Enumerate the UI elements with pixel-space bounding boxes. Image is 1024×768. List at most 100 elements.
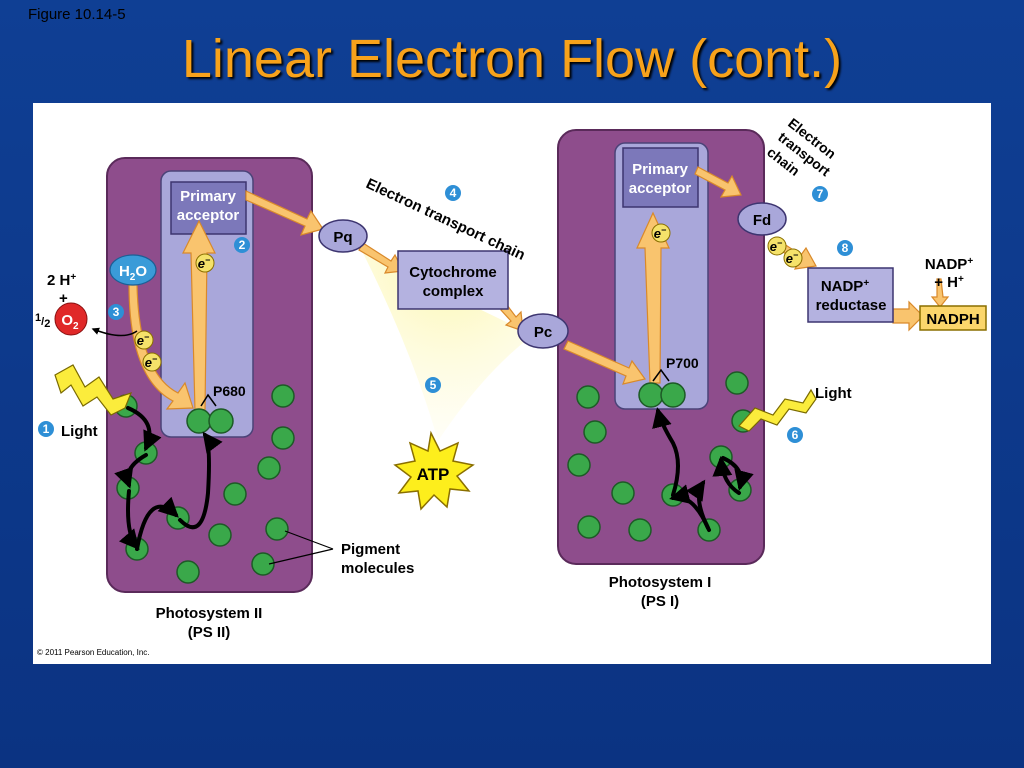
reductase-to-nadph-arrow	[892, 300, 924, 332]
step-8-marker	[837, 240, 853, 256]
water-molecule	[109, 254, 157, 286]
nadp-reductase-line1: NADP+	[821, 278, 870, 295]
ps1-energy-path-4	[652, 407, 680, 497]
electron-ps1-top-label: e−	[654, 225, 667, 241]
oxygen-label: O2	[61, 312, 79, 332]
pigment-molecule	[176, 560, 200, 584]
p680-pigment-right	[208, 408, 234, 434]
ps1-name-line1: Photosystem I	[609, 574, 712, 591]
energy-transfer-arrows	[114, 406, 754, 551]
half-label: 1/2	[35, 312, 50, 330]
pq-to-cytochrome-arrow	[358, 242, 404, 274]
nadp-reductase	[807, 267, 894, 323]
ps1-energy-path-3	[712, 456, 741, 495]
electron-water-2-label: e−	[145, 354, 158, 370]
pigment-molecule	[257, 456, 281, 480]
step-3-label: 3	[113, 305, 120, 319]
acceptor-to-pq-arrow	[245, 190, 324, 236]
pq-label: Pq	[333, 229, 352, 246]
atp-burst	[393, 430, 475, 511]
water-to-oxygen-arrow	[91, 327, 138, 337]
step-1-label: 1	[43, 422, 50, 436]
step-6-marker	[787, 427, 803, 443]
ps-i-primary-acceptor-box	[622, 147, 699, 208]
figure-label: Figure 10.14-5	[28, 6, 126, 23]
pigment-pointer-2	[268, 548, 334, 565]
pigment-molecule	[567, 453, 591, 477]
fd-label: Fd	[753, 212, 771, 229]
pigment-molecule	[251, 552, 275, 576]
ps2-energy-path-2	[114, 453, 148, 489]
pigment-molecule	[265, 517, 289, 541]
pigment-molecule	[611, 481, 635, 505]
electrons: e− e− e− e− e− e−	[134, 223, 803, 372]
cytochrome-to-pc-arrow	[500, 304, 524, 332]
electron-fd-1-label: e−	[770, 238, 783, 254]
step-5-marker	[425, 377, 441, 393]
step-6-label: 6	[792, 428, 799, 442]
electron-water-1-label: e−	[137, 332, 150, 348]
plus-sign: +	[59, 290, 68, 307]
copyright: © 2011 Pearson Education, Inc.	[37, 648, 149, 657]
light-bolt-ps1	[738, 388, 817, 432]
p700-label: P700	[666, 355, 699, 371]
pigment-molecule	[576, 385, 600, 409]
cytochrome-label-line1: Cytochrome	[409, 264, 497, 281]
step-8-label: 8	[842, 241, 849, 255]
p680-to-acceptor-arrow	[182, 219, 216, 412]
electron-water-2	[142, 352, 162, 372]
ps1-name-line2: (PS I)	[641, 593, 679, 610]
electron-water-1	[134, 330, 154, 350]
p680-label: P680	[213, 383, 246, 399]
nadp-reductase-line2: reductase	[816, 297, 887, 314]
water-label: H2O	[119, 263, 147, 283]
ps-ii-primary-acceptor-line2: acceptor	[177, 207, 240, 224]
pigment-pointer-1	[284, 530, 334, 550]
pigment-molecule	[271, 426, 295, 450]
ps2-energy-path-4	[135, 496, 179, 551]
step-1-marker	[38, 421, 54, 437]
ps-i-primary-acceptor-line2: acceptor	[629, 180, 692, 197]
electron-ps2-top-label: e−	[198, 255, 211, 271]
electron-fd-2	[783, 248, 803, 268]
electron-flow-diagram: Primary acceptor Primary acceptor	[35, 115, 987, 657]
nadph-box	[919, 305, 987, 331]
pc-to-p700-arrow	[563, 340, 647, 385]
step-7-marker	[812, 186, 828, 202]
two-h-plus-label: 2 H+	[47, 272, 76, 289]
pigment-molecule	[223, 482, 247, 506]
ps1-energy-path-5	[669, 484, 711, 532]
pigment-molecule	[271, 384, 295, 408]
ps2-energy-path-3	[118, 489, 140, 551]
pigment-molecule	[725, 371, 749, 395]
step-4-marker	[445, 185, 461, 201]
ps-ii-primary-acceptor-box	[170, 181, 247, 235]
fd-carrier	[737, 202, 787, 236]
pigment-label-line2: molecules	[341, 560, 414, 577]
ps2-name-line2: (PS II)	[188, 624, 231, 641]
p700-bracket	[652, 368, 670, 382]
step-7-label: 7	[817, 187, 824, 201]
electron-ps1-top	[651, 223, 671, 243]
pigment-molecule	[628, 518, 652, 542]
p680-bracket	[200, 393, 217, 407]
slide-title: Linear Electron Flow (cont.)	[181, 29, 843, 89]
pigment-molecule	[208, 523, 232, 547]
light-label-ps2: Light	[61, 423, 98, 440]
nadph-label: NADPH	[926, 311, 979, 328]
pigment-molecule	[583, 420, 607, 444]
light-bolt-ps2	[54, 364, 133, 416]
electron-ps2-top	[195, 253, 215, 273]
step-markers: 1 2 3 4 5 6 7 8	[38, 185, 853, 443]
pq-carrier	[318, 219, 368, 253]
nadp-input-line2: + H+	[934, 274, 964, 291]
ps2-energy-path-1	[126, 406, 162, 452]
ps2-energy-path-5	[178, 431, 223, 530]
acceptor-to-fd-arrow	[694, 166, 742, 198]
step-3-marker	[108, 304, 124, 320]
p680-pigment-left	[186, 408, 212, 434]
cytochrome-complex	[397, 250, 509, 310]
atp-label: ATP	[417, 465, 450, 484]
pc-label: Pc	[534, 324, 552, 341]
